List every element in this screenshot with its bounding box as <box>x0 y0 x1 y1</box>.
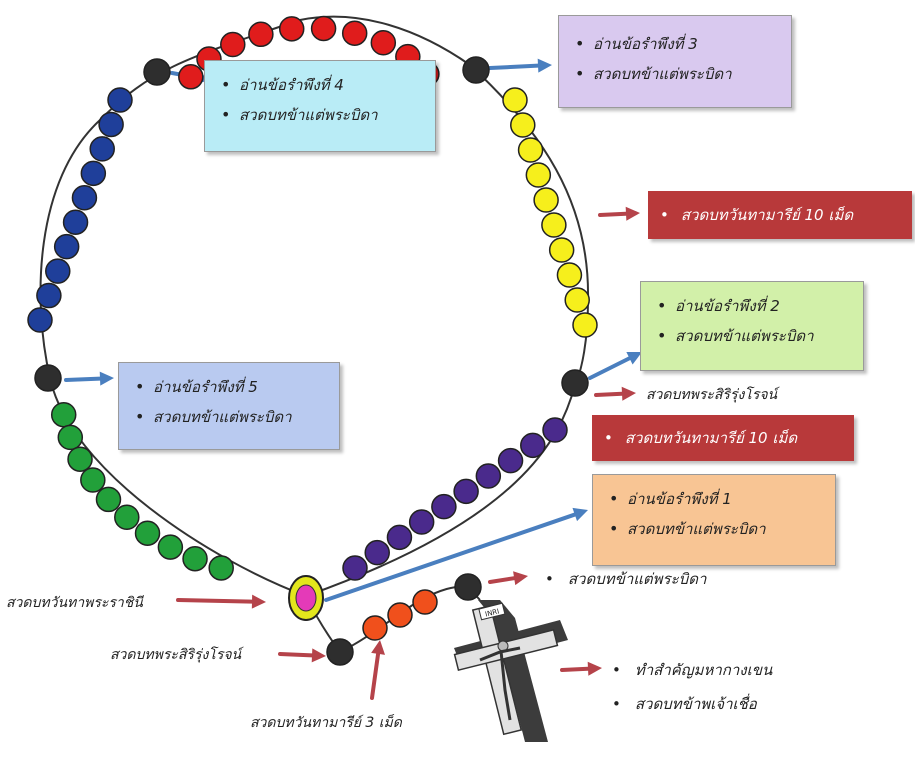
bead-yellow <box>534 188 558 212</box>
bead-blue <box>46 259 70 283</box>
bead-red <box>179 65 203 89</box>
arrow-hail-mary-upper <box>600 207 640 221</box>
bead-red <box>343 21 367 45</box>
bead-green <box>52 403 76 427</box>
mystery-2-prayer: สวดบทข้าแต่พระบิดา <box>649 326 855 346</box>
bead-our-father <box>455 574 481 600</box>
bead-blue <box>81 161 105 185</box>
bead-green <box>209 556 233 580</box>
bead-our-father <box>327 639 353 665</box>
bead-blue <box>37 284 61 308</box>
hail-mary-decade-upper-label: สวดบทวันทามารีย์ 10 เม็ด <box>681 206 853 224</box>
mystery-3-title: อ่านข้อรำพึงที่ 3 <box>567 34 783 54</box>
bead-green <box>68 447 92 471</box>
hail-mary-decade-lower-label: สวดบทวันทามารีย์ 10 เม็ด <box>625 429 797 447</box>
bead-green <box>58 425 82 449</box>
mystery-5-prayer: สวดบทข้าแต่พระบิดา <box>127 407 331 427</box>
bead-yellow <box>503 88 527 112</box>
hail-holy-queen-label: สวดบทวันทาพระราชินี <box>6 594 143 612</box>
bead-purple <box>365 541 389 565</box>
bead-purple <box>410 510 434 534</box>
bead-yellow <box>573 313 597 337</box>
bead-purple <box>387 525 411 549</box>
bead-green <box>136 521 160 545</box>
arrow-mystery-3 <box>490 59 552 73</box>
bead-yellow <box>542 213 566 237</box>
our-father-first-label: สวดบทข้าแต่พระบิดา <box>568 570 707 588</box>
bead-green <box>183 547 207 571</box>
bead-blue <box>72 186 96 210</box>
mystery-1-box: อ่านข้อรำพึงที่ 1 สวดบทข้าแต่พระบิดา <box>592 474 836 566</box>
mystery-5-title: อ่านข้อรำพึงที่ 5 <box>127 377 331 397</box>
bead-yellow <box>550 238 574 262</box>
mystery-2-box: อ่านข้อรำพึงที่ 2 สวดบทข้าแต่พระบิดา <box>640 281 864 371</box>
bead-red <box>249 22 273 46</box>
bead-blue <box>99 112 123 136</box>
arrow-crucifix <box>562 662 602 676</box>
bead-purple <box>454 479 478 503</box>
bead-our-father <box>463 57 489 83</box>
bead-purple <box>543 418 567 442</box>
bead-red <box>312 16 336 40</box>
arrow-mystery-5 <box>66 372 114 386</box>
bead-red <box>221 33 245 57</box>
bead-orange <box>363 616 387 640</box>
mystery-4-box: อ่านข้อรำพึงที่ 4 สวดบทข้าแต่พระบิดา <box>204 60 436 152</box>
bead-orange <box>413 590 437 614</box>
bead-green <box>96 487 120 511</box>
hail-mary-decade-upper-box: •สวดบทวันทามารีย์ 10 เม็ด <box>648 191 912 239</box>
glory-be-right-label: สวดบทพระสิริรุ่งโรจน์ <box>646 386 777 404</box>
bead-purple <box>476 464 500 488</box>
bead-yellow <box>519 138 543 162</box>
arrow-glory-be-left <box>280 648 326 662</box>
mystery-4-prayer: สวดบทข้าแต่พระบิดา <box>213 105 427 125</box>
arrow-our-father <box>490 571 528 585</box>
arrow-glory-be-right <box>596 387 636 401</box>
bead-purple <box>499 449 523 473</box>
crucifix-step-sign-of-cross: ทำสำคัญมหากางเขน <box>635 661 772 679</box>
bead-green <box>81 468 105 492</box>
bead-blue <box>108 88 132 112</box>
mystery-3-prayer: สวดบทข้าแต่พระบิดา <box>567 64 783 84</box>
bead-blue <box>28 308 52 332</box>
bead-red <box>371 31 395 55</box>
bead-yellow <box>565 288 589 312</box>
hail-mary-decade-lower-box: •สวดบทวันทามารีย์ 10 เม็ด <box>592 415 854 461</box>
mystery-3-box: อ่านข้อรำพึงที่ 3 สวดบทข้าแต่พระบิดา <box>558 15 792 108</box>
mystery-2-title: อ่านข้อรำพึงที่ 2 <box>649 296 855 316</box>
bead-green <box>115 505 139 529</box>
bead-our-father <box>144 59 170 85</box>
bead-blue <box>90 137 114 161</box>
bead-purple <box>521 433 545 457</box>
centerpiece <box>289 576 323 620</box>
mystery-4-title: อ่านข้อรำพึงที่ 4 <box>213 75 427 95</box>
hail-mary-three-label: สวดบทวันทามารีย์ 3 เม็ด <box>250 714 402 732</box>
crucifix: INRI <box>454 600 568 742</box>
bead-yellow <box>511 113 535 137</box>
bead-blue <box>64 210 88 234</box>
bead-blue <box>55 235 79 259</box>
mystery-1-prayer: สวดบทข้าแต่พระบิดา <box>601 519 827 539</box>
our-father-first-item: •สวดบทข้าแต่พระบิดา <box>545 569 706 603</box>
mystery-5-box: อ่านข้อรำพึงที่ 5 สวดบทข้าแต่พระบิดา <box>118 362 340 450</box>
crucifix-step-creed: สวดบทข้าพเจ้าเชื่อ <box>635 695 757 713</box>
bead-yellow <box>557 263 581 287</box>
bead-red <box>280 17 304 41</box>
arrow-three-hail-marys <box>371 640 385 698</box>
bead-our-father <box>35 365 61 391</box>
bead-green <box>158 535 182 559</box>
bead-purple <box>343 556 367 580</box>
mystery-1-title: อ่านข้อรำพึงที่ 1 <box>601 489 827 509</box>
arrow-mystery-2 <box>590 352 642 378</box>
arrow-hail-holy-queen <box>178 595 266 609</box>
bead-orange <box>388 603 412 627</box>
bead-yellow <box>526 163 550 187</box>
glory-be-left-label: สวดบทพระสิริรุ่งโรจน์ <box>110 646 241 664</box>
crucifix-steps-list: •ทำสำคัญมหากางเขน •สวดบทข้าพเจ้าเชื่อ <box>612 660 772 728</box>
bead-purple <box>432 495 456 519</box>
bead-our-father <box>562 370 588 396</box>
